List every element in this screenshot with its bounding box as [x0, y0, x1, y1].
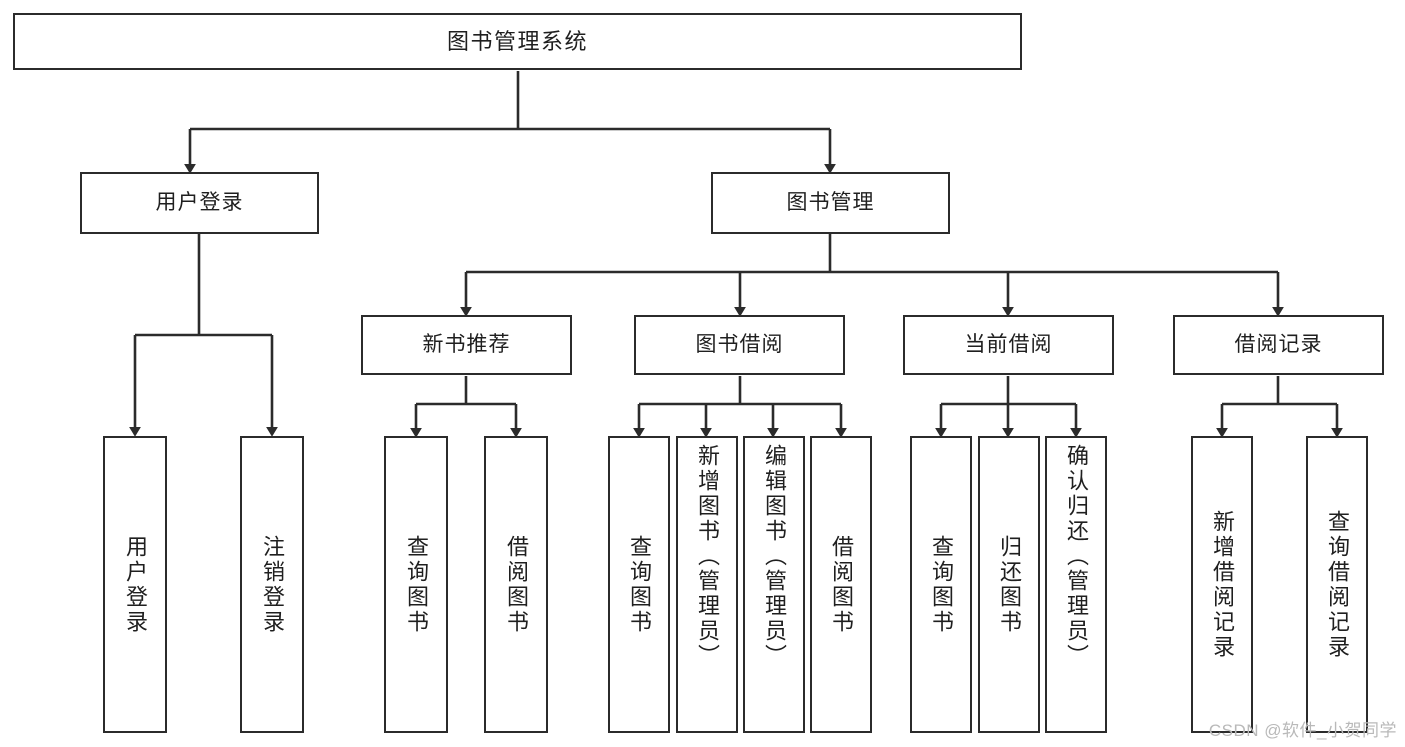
csdn-watermark: CSDN @软件_小贺同学 [1208, 721, 1397, 740]
node-book-borrow-label: 图书借阅 [695, 332, 784, 356]
leaf-borrow-add-book-label: 新增图书（管理员） [695, 444, 720, 669]
leaf-borrow-add-book[interactable]: 新增图书（管理员） [676, 436, 738, 733]
leaf-logout-label: 注销登录 [260, 534, 285, 635]
node-root[interactable]: 图书管理系统 [13, 13, 1022, 70]
leaf-current-return-label: 归还图书 [997, 534, 1022, 635]
leaf-borrow-edit-book[interactable]: 编辑图书（管理员） [743, 436, 805, 733]
node-borrow-record-label: 借阅记录 [1234, 332, 1323, 356]
leaf-borrow-query[interactable]: 查询图书 [608, 436, 670, 733]
leaf-record-query[interactable]: 查询借阅记录 [1306, 436, 1368, 733]
leaf-current-return[interactable]: 归还图书 [978, 436, 1040, 733]
leaf-user-login-label: 用户登录 [123, 534, 148, 635]
node-new-book-recommend[interactable]: 新书推荐 [361, 315, 572, 375]
node-user-login[interactable]: 用户登录 [80, 172, 319, 234]
leaf-record-add-label: 新增借阅记录 [1210, 509, 1235, 660]
node-root-label: 图书管理系统 [446, 28, 588, 54]
leaf-record-query-label: 查询借阅记录 [1325, 509, 1350, 660]
node-new-book-recommend-label: 新书推荐 [422, 332, 511, 356]
node-book-management-label: 图书管理 [786, 190, 875, 214]
leaf-current-confirm-return[interactable]: 确认归还（管理员） [1045, 436, 1107, 733]
leaf-newbook-query[interactable]: 查询图书 [384, 436, 448, 733]
leaf-current-query-label: 查询图书 [929, 534, 954, 635]
leaf-newbook-borrow[interactable]: 借阅图书 [484, 436, 548, 733]
node-current-borrow-label: 当前借阅 [964, 332, 1053, 356]
node-user-login-label: 用户登录 [155, 190, 244, 214]
leaf-borrow-query-label: 查询图书 [627, 534, 652, 635]
node-current-borrow[interactable]: 当前借阅 [903, 315, 1114, 375]
leaf-borrow-borrow-book-label: 借阅图书 [829, 534, 854, 635]
node-book-management[interactable]: 图书管理 [711, 172, 950, 234]
leaf-user-login[interactable]: 用户登录 [103, 436, 167, 733]
leaf-borrow-edit-book-label: 编辑图书（管理员） [762, 444, 787, 669]
node-borrow-record[interactable]: 借阅记录 [1173, 315, 1384, 375]
leaf-newbook-borrow-label: 借阅图书 [504, 534, 529, 635]
leaf-newbook-query-label: 查询图书 [404, 534, 429, 635]
leaf-record-add[interactable]: 新增借阅记录 [1191, 436, 1253, 733]
leaf-current-confirm-return-label: 确认归还（管理员） [1064, 444, 1089, 669]
leaf-current-query[interactable]: 查询图书 [910, 436, 972, 733]
node-book-borrow[interactable]: 图书借阅 [634, 315, 845, 375]
leaf-borrow-borrow-book[interactable]: 借阅图书 [810, 436, 872, 733]
leaf-logout[interactable]: 注销登录 [240, 436, 304, 733]
